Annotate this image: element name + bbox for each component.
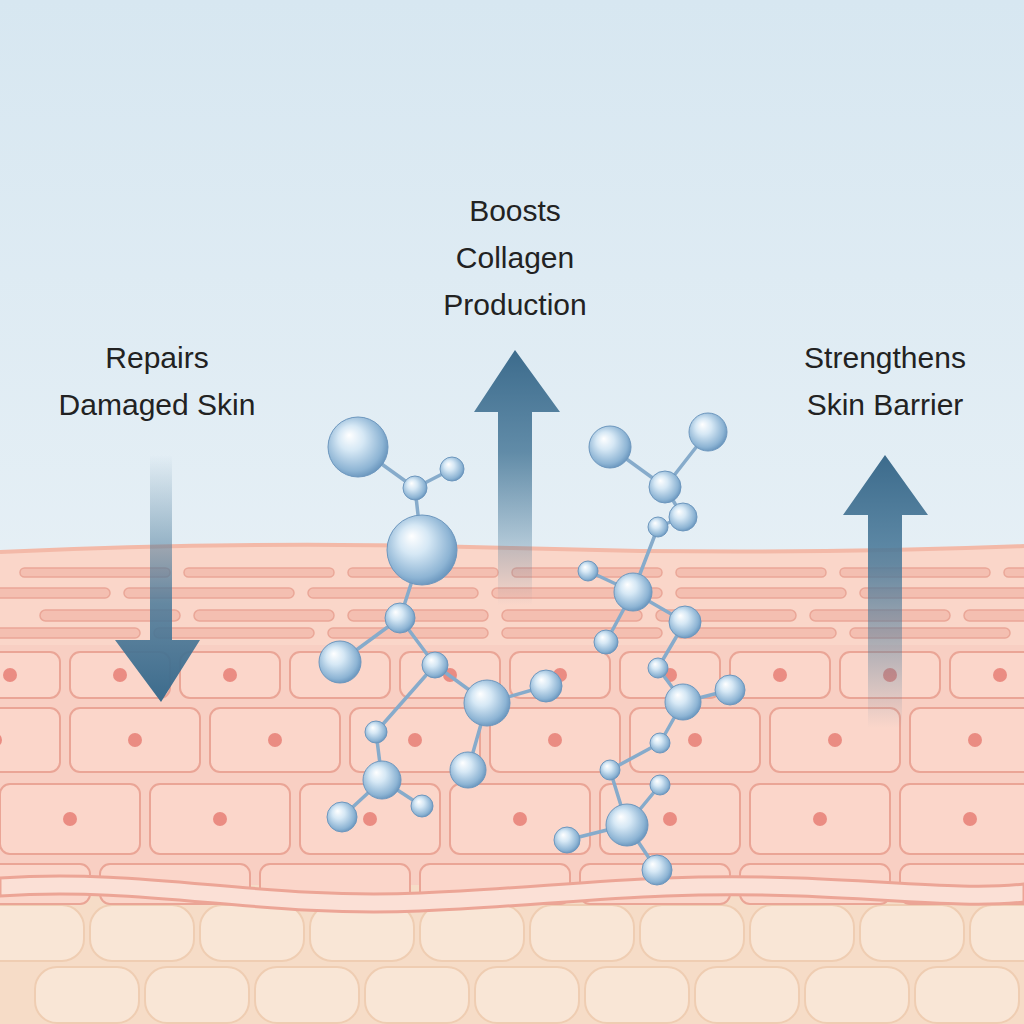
benefit-label: Strengthens Skin Barrier bbox=[785, 334, 985, 428]
label-holder: Boosts Collagen Production bbox=[430, 187, 600, 328]
label-holder: Strengthens Skin Barrier bbox=[785, 334, 985, 428]
benefit-label: Repairs Damaged Skin bbox=[52, 334, 262, 428]
label-holder: Repairs Damaged Skin bbox=[52, 334, 262, 428]
benefit-label: Boosts Collagen Production bbox=[430, 187, 600, 328]
